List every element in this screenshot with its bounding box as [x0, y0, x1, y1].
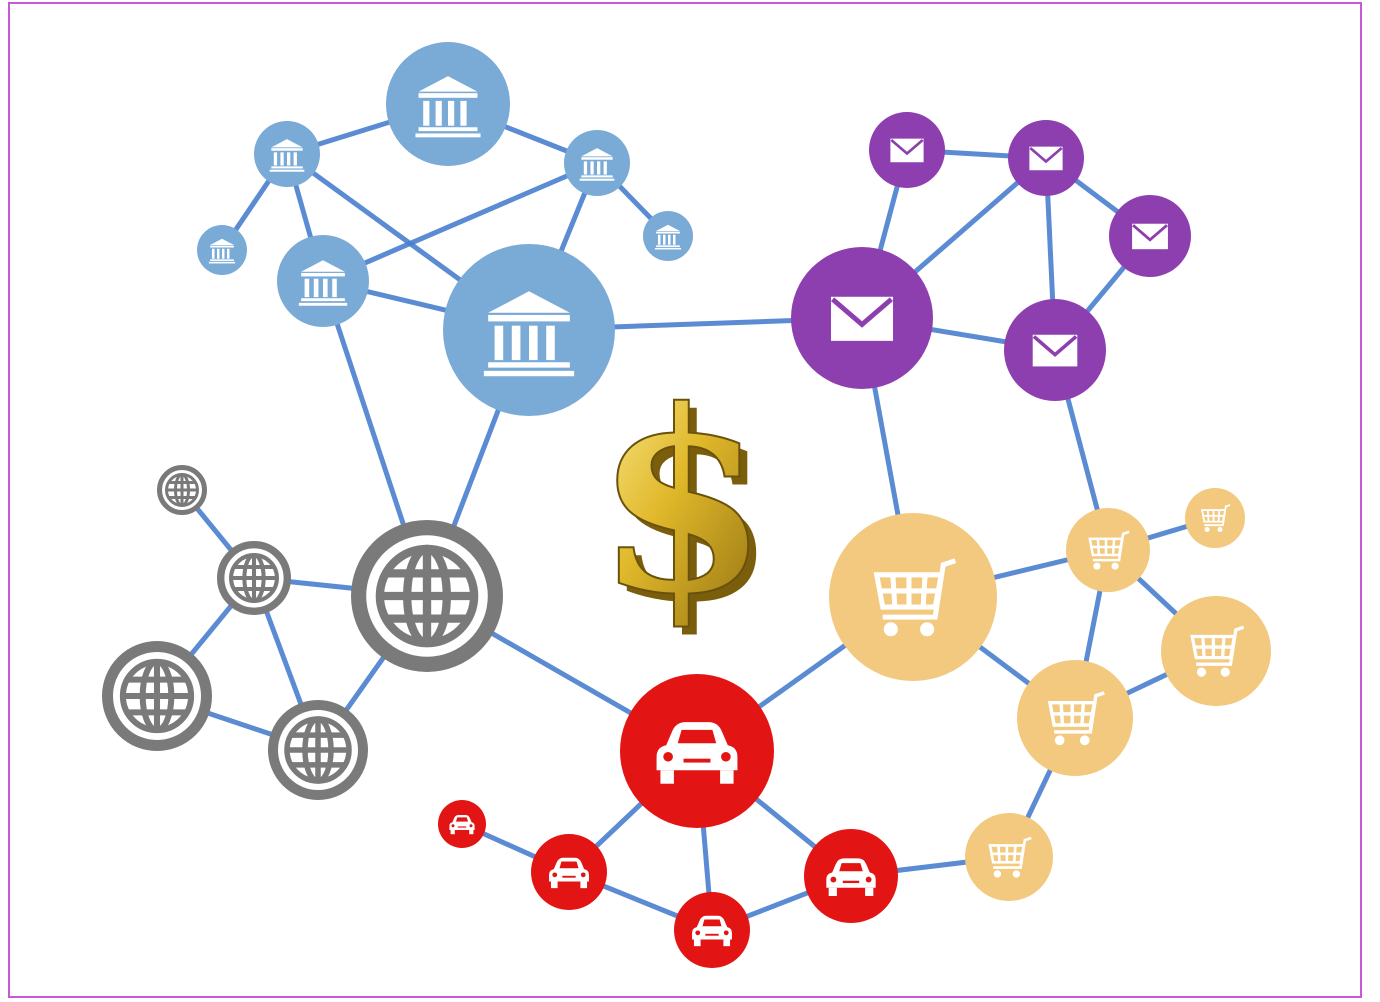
- cart-node: [965, 813, 1053, 901]
- globe-icon: [375, 544, 479, 648]
- image-frame: [8, 2, 1362, 998]
- cart-node: [1017, 660, 1133, 776]
- svg-text:$: $: [603, 363, 777, 657]
- cart-node: [1185, 488, 1245, 548]
- network-nodes: [102, 42, 1271, 968]
- globe-node: [157, 465, 207, 515]
- car-node: [674, 892, 750, 968]
- globe-node: [216, 541, 291, 616]
- mail-node: [869, 112, 945, 188]
- envelope-icon: [831, 297, 893, 341]
- globe-node: [268, 700, 368, 800]
- envelope-icon: [1028, 145, 1064, 172]
- bank-node: [443, 244, 615, 416]
- bank-node: [564, 130, 630, 196]
- globe-icon: [284, 716, 352, 784]
- bank-node: [277, 235, 369, 327]
- mail-node: [1008, 120, 1084, 196]
- car-node: [438, 800, 486, 848]
- envelope-icon: [889, 137, 925, 164]
- envelope-icon: [1130, 222, 1170, 251]
- bank-node: [197, 225, 247, 275]
- globe-icon: [229, 553, 279, 603]
- cart-node: [829, 513, 997, 681]
- globe-node: [102, 641, 212, 751]
- car-node: [531, 834, 607, 910]
- globe-node: [351, 519, 504, 672]
- globe-icon: [165, 473, 199, 507]
- cart-node: [1066, 508, 1150, 592]
- car-node: [804, 829, 898, 923]
- envelope-icon: [1030, 332, 1080, 369]
- mail-node: [1109, 195, 1191, 277]
- dollar-sign-icon: $ $: [594, 354, 777, 657]
- bank-node: [254, 121, 320, 187]
- globe-icon: [119, 658, 195, 734]
- car-node: [620, 674, 774, 828]
- dollar-sign-text: $: [595, 355, 769, 649]
- bank-node: [386, 42, 510, 166]
- bank-node: [643, 211, 693, 261]
- mail-node: [1004, 299, 1106, 401]
- connection-line: [320, 160, 600, 284]
- mail-node: [791, 247, 933, 389]
- cart-node: [1161, 596, 1271, 706]
